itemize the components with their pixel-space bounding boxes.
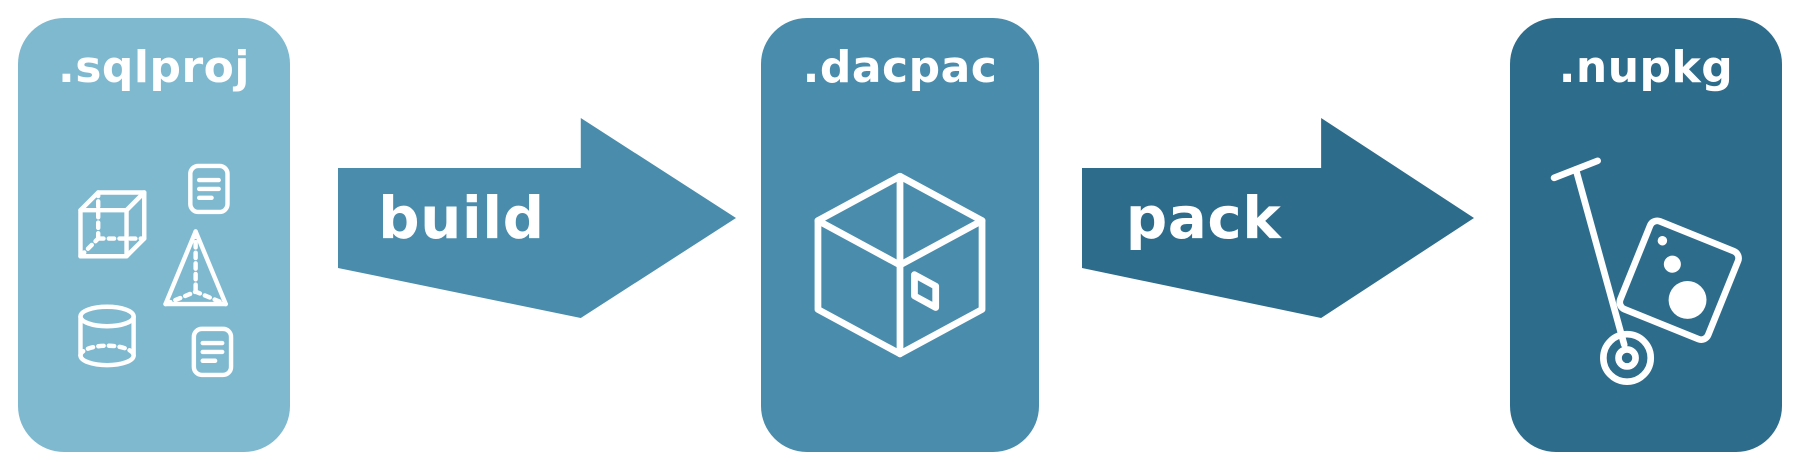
pack-arrow-label: pack	[1125, 184, 1282, 252]
card-sqlproj-label: .sqlproj	[58, 42, 250, 93]
build-arrow-label: build	[378, 184, 545, 252]
script-icon	[191, 326, 234, 377]
pack-arrow: pack	[1082, 118, 1474, 318]
package-box-icon	[761, 93, 1039, 452]
cube-icon	[78, 189, 147, 258]
pyramid-icon	[163, 228, 228, 306]
script-icon	[188, 163, 230, 214]
cylinder-icon	[78, 304, 136, 367]
nuget-hand-truck-icon	[1510, 93, 1782, 452]
database-objects-icon	[18, 93, 290, 452]
card-nupkg-label: .nupkg	[1558, 42, 1734, 93]
build-arrow: build	[338, 118, 736, 318]
card-dacpac: .dacpac	[761, 18, 1039, 452]
card-nupkg: .nupkg	[1510, 18, 1782, 452]
card-dacpac-label: .dacpac	[802, 42, 998, 93]
card-sqlproj: .sqlproj	[18, 18, 290, 452]
